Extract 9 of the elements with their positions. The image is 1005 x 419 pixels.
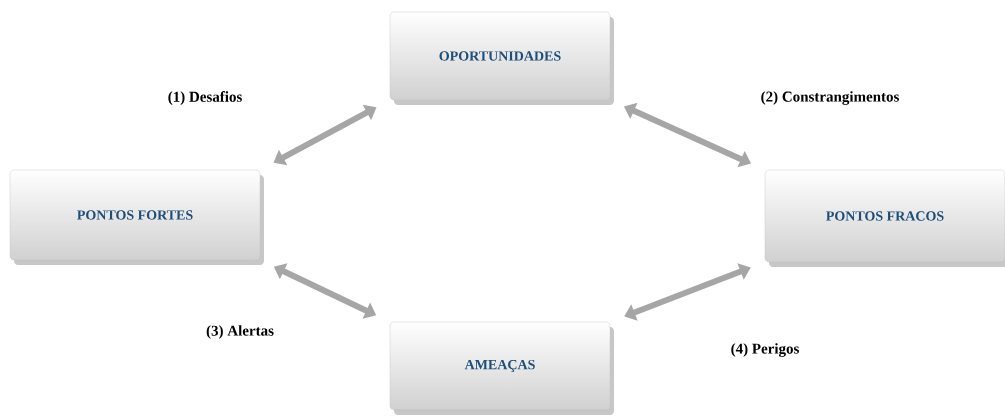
edge-label: (4) Perigos bbox=[731, 343, 799, 357]
process-box: PONTOS FORTES bbox=[9, 169, 264, 265]
double-arrow bbox=[624, 263, 751, 321]
process-box: AMEAÇAS bbox=[389, 321, 614, 415]
process-box: PONTOS FRACOS bbox=[764, 169, 1005, 267]
process-box: OPORTUNIDADES bbox=[389, 11, 614, 105]
edge-label: (2) Constrangimentos bbox=[761, 91, 899, 105]
edge-label: (1) Desafios bbox=[168, 91, 242, 105]
edge-label: (3) Alertas bbox=[206, 325, 274, 339]
